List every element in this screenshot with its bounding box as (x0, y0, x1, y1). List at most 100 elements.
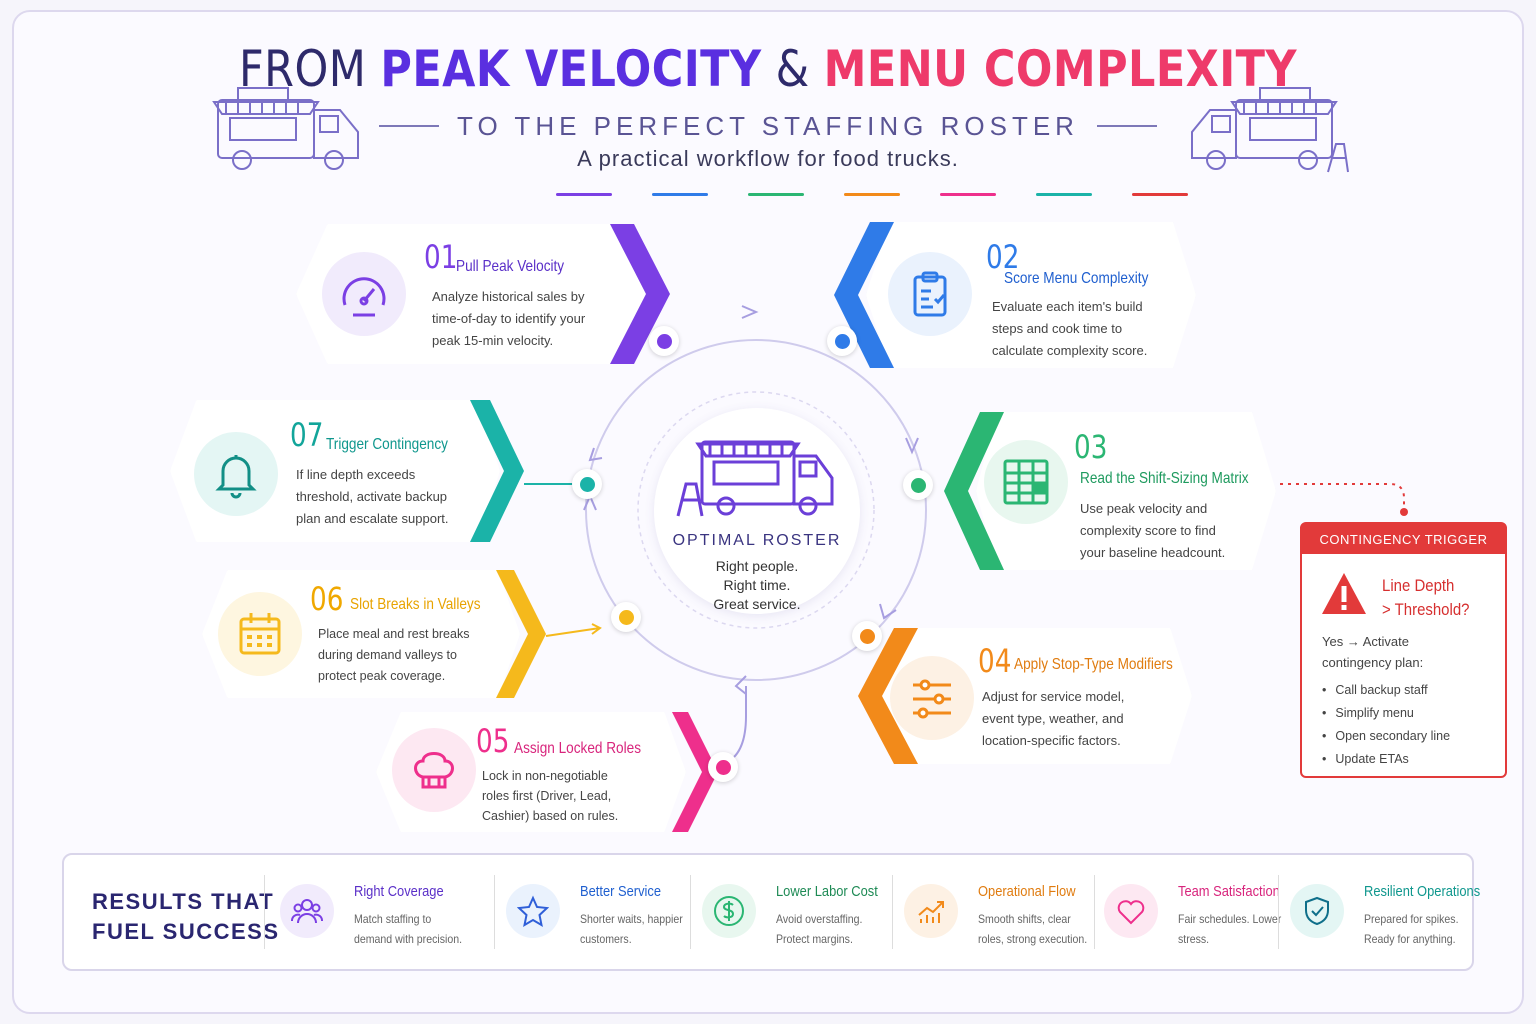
title-peak-velocity: PEAK VELOCITY (380, 40, 762, 98)
step-04-title: Apply Stop-Type Modifiers (1014, 656, 1173, 673)
color-bar (556, 193, 612, 196)
divider (494, 875, 495, 949)
step-01-title: Pull Peak Velocity (456, 258, 565, 275)
tagline: A practical workflow for food trucks. (577, 146, 959, 171)
step-03-title: Read the Shift-Sizing Matrix (1080, 470, 1249, 487)
step-07-number: 07 (290, 416, 324, 454)
results-title: RESULTS THAT FUEL SUCCESS (92, 887, 280, 947)
contingency-question-line-1: Line Depth (1382, 576, 1455, 595)
step-01-node (649, 326, 679, 356)
step-07-title: Trigger Contingency (326, 436, 448, 453)
step-07-node (572, 469, 602, 499)
color-bar (1132, 193, 1188, 196)
grid-icon (984, 440, 1068, 524)
food-truck-right-icon (1191, 87, 1349, 173)
divider (264, 875, 265, 949)
step-06-desc: Place meal and rest breaks during demand… (318, 627, 470, 683)
step-07-desc: If line depth exceeds threshold, activat… (296, 467, 449, 526)
step-04-chevron (858, 628, 918, 764)
subtitle-row: TO THE PERFECT STAFFING ROSTER (0, 108, 1536, 144)
clipboard-icon (888, 252, 972, 336)
step-06-node (611, 602, 641, 632)
step-03-number: 03 (1074, 428, 1108, 466)
contingency-yes: Yes → Activate (1322, 634, 1409, 649)
divider (690, 875, 691, 949)
food-truck-left-icon (212, 87, 359, 170)
step-06-title: Slot Breaks in Valleys (350, 596, 481, 613)
result-desc: Match staffing to demand with precision. (354, 912, 463, 946)
step-06-number: 06 (310, 580, 344, 618)
result-desc: Fair schedules. Lower stress. (1178, 912, 1282, 946)
step-03-desc: Use peak velocity and complexity score t… (1080, 501, 1226, 560)
contingency-plan: contingency plan: (1322, 655, 1424, 670)
step-02-node (827, 326, 857, 356)
chef-hat-icon (392, 728, 476, 812)
color-bar (940, 193, 996, 196)
warning-icon (1322, 573, 1366, 614)
subtitle: TO THE PERFECT STAFFING ROSTER (457, 110, 1079, 141)
list-item: Open secondary line (1322, 724, 1450, 747)
divider (1094, 875, 1095, 949)
color-bar (652, 193, 708, 196)
step-02-desc: Evaluate each item's build steps and coo… (992, 299, 1148, 358)
result-desc: Prepared for spikes. Ready for anything. (1364, 912, 1459, 946)
center-line-1: Right people. (715, 558, 799, 574)
calendar-icon (218, 592, 302, 676)
color-bar (1036, 193, 1092, 196)
contingency-question-line-2: > Threshold? (1382, 600, 1470, 619)
divider (1278, 875, 1279, 949)
chart-up-icon (904, 884, 958, 938)
shield-icon (1290, 884, 1344, 938)
result-title: Operational Flow (978, 883, 1076, 900)
title-menu-complexity: MENU COMPLEXITY (823, 40, 1297, 98)
subtitle-rule-left (379, 125, 440, 127)
step-05-node (708, 752, 738, 782)
divider (892, 875, 893, 949)
step-07-chevron (470, 400, 524, 542)
result-title: Team Satisfaction (1178, 883, 1280, 900)
result-title: Better Service (580, 883, 662, 900)
contingency-header: CONTINGENCY TRIGGER (1302, 524, 1505, 554)
step-04-number: 04 (978, 642, 1012, 680)
result-desc: Shorter waits, happier customers. (580, 912, 683, 946)
result-desc: Avoid overstaffing. Protect margins. (776, 912, 863, 946)
step-04-desc: Adjust for service model, event type, we… (982, 689, 1125, 748)
step-01-chevron (610, 224, 670, 364)
color-bar (748, 193, 804, 196)
color-bar (844, 193, 900, 196)
bell-icon (194, 432, 278, 516)
result-desc: Smooth shifts, clear roles, strong execu… (978, 912, 1088, 946)
list-item: Simplify menu (1322, 701, 1450, 724)
step-02-chevron (834, 222, 894, 368)
results-panel: RESULTS THAT FUEL SUCCESS Right Coverage… (62, 853, 1480, 971)
center-line-3: Great service. (713, 596, 801, 612)
result-title: Right Coverage (354, 883, 444, 900)
result-title: Resilient Operations (1364, 883, 1481, 900)
step-06-chevron (496, 570, 546, 698)
list-item: Call backup staff (1322, 678, 1450, 701)
step-03-chevron (944, 412, 1004, 570)
center-truck-icon (676, 440, 834, 517)
result-title: Lower Labor Cost (776, 883, 878, 900)
step-05-desc: Lock in non-negotiable roles first (Driv… (482, 769, 619, 823)
subtitle-rule-right (1096, 125, 1157, 127)
step-01-number: 01 (424, 238, 458, 276)
step-05-title: Assign Locked Roles (514, 740, 642, 757)
results-title-line-2: FUEL SUCCESS (92, 919, 280, 944)
step-02-title: Score Menu Complexity (1004, 270, 1149, 287)
center-label: OPTIMAL ROSTER (672, 532, 842, 549)
color-bars (556, 193, 1188, 196)
list-item: Update ETAs (1322, 747, 1450, 770)
sliders-icon (890, 656, 974, 740)
star-icon (506, 884, 560, 938)
center-line-2: Right time. (723, 577, 791, 593)
heart-icon (1104, 884, 1158, 938)
contingency-list: Call backup staff Simplify menu Open sec… (1322, 678, 1450, 770)
step-03-node (903, 470, 933, 500)
gauge-icon (322, 252, 406, 336)
step-02-number: 02 (986, 238, 1020, 276)
people-icon (280, 884, 334, 938)
results-title-line-1: RESULTS THAT (92, 889, 275, 914)
step-04-node (852, 621, 882, 651)
